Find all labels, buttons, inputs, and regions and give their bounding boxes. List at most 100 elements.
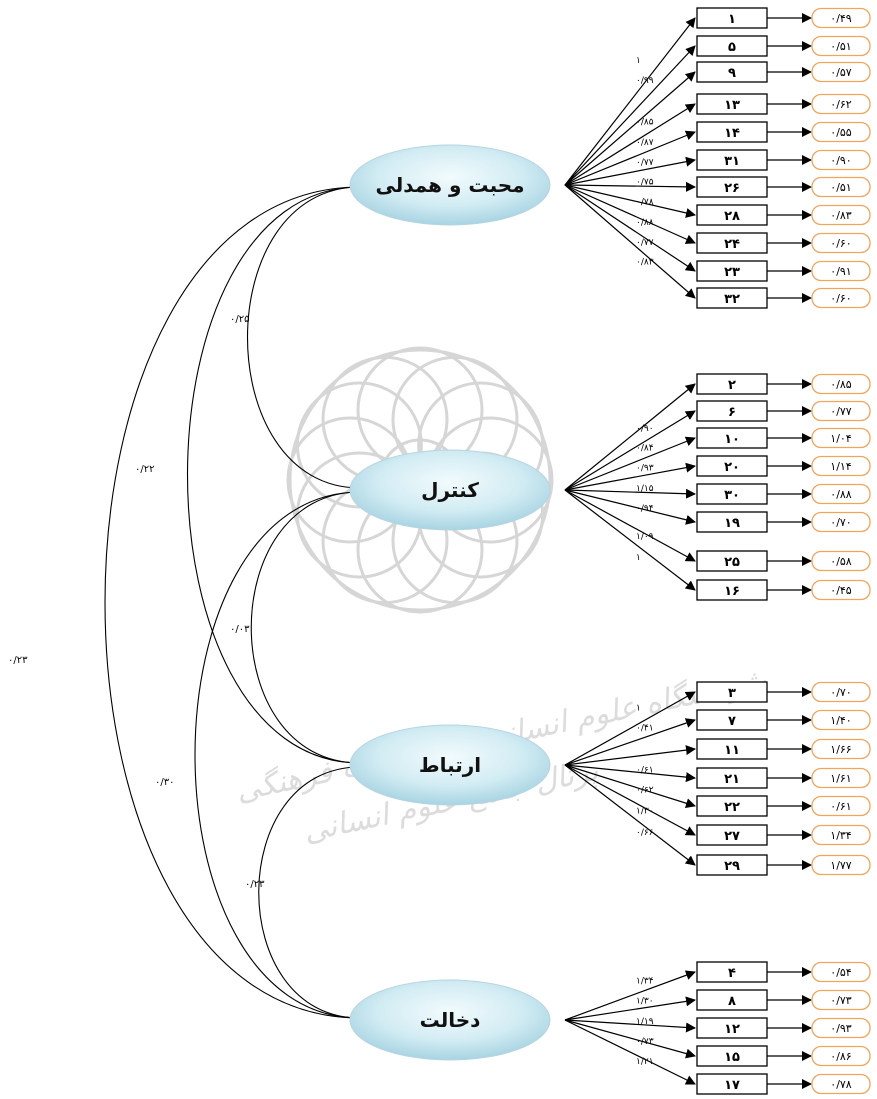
loading-arrow: [564, 130, 696, 186]
loading-value: ۰/۹۴: [636, 504, 654, 514]
error-value: ۰/۶۰: [830, 292, 851, 305]
factor-label: محبت و همدلی: [375, 173, 524, 197]
loading-arrow: [564, 184, 696, 272]
error-value: ۰/۵۱: [830, 181, 851, 194]
item-label: ۲۵: [724, 555, 740, 570]
loading-value: ۰/۷۸: [636, 198, 654, 208]
factor-ellipse: [349, 724, 551, 806]
factor-ellipse: [349, 979, 551, 1061]
item-label: ۲۷: [724, 829, 740, 844]
loading-arrow: [564, 410, 696, 491]
error-value: ۰/۶۲: [830, 98, 852, 111]
factor-label: دخالت: [420, 1008, 481, 1032]
loading-value: ۱/۲۱: [636, 1057, 654, 1067]
error-box: [811, 427, 871, 449]
error-box: [811, 681, 871, 703]
item-label: ۳۲: [724, 292, 740, 307]
error-box: [811, 854, 871, 876]
error-value: ۱/۳۴: [830, 829, 852, 842]
loading-arrow: [564, 970, 696, 1021]
covariance-arc: [194, 487, 361, 1023]
loading-arrow: [564, 436, 696, 491]
loading-value: ۱/۳۰: [636, 997, 654, 1007]
loading-value: ۱/۳۴: [636, 976, 654, 986]
covariance-arc: [258, 762, 361, 1023]
item-label: ۱۲: [724, 1022, 740, 1037]
loading-arrow: [564, 184, 696, 299]
error-value: ۱/۱۴: [830, 460, 852, 473]
error-box: [811, 121, 871, 143]
error-value: ۰/۸۳: [830, 209, 852, 222]
loading-value: ۰/۸۳: [636, 257, 654, 267]
item-label: ۱۴: [724, 126, 740, 141]
error-box: [811, 961, 871, 983]
error-value: ۰/۵۷: [830, 66, 852, 79]
error-box: [811, 7, 871, 29]
error-value: ۰/۷۰: [830, 686, 851, 699]
error-box: [811, 550, 871, 572]
error-box: [811, 824, 871, 846]
item-label: ۲۶: [724, 181, 740, 196]
item-label: ۹: [728, 66, 736, 81]
error-box: [811, 738, 871, 760]
error-value: ۰/۵۸: [830, 555, 852, 568]
item-label: ۱۹: [724, 516, 740, 531]
loading-value: ۱: [636, 56, 641, 66]
loading-value: ۰/۶۱: [636, 765, 654, 775]
error-box: [811, 61, 871, 83]
loading-value: ۱/۰۹: [636, 532, 654, 542]
error-value: ۰/۵۱: [830, 40, 851, 53]
loading-value: ۰/۶۶: [636, 828, 654, 838]
item-label: ۵: [728, 40, 736, 55]
factor-ellipse: [349, 144, 551, 226]
loading-arrow: [564, 745, 696, 766]
error-box: [811, 767, 871, 789]
loading-value: ۱/۱۵: [636, 484, 654, 494]
error-box: [811, 149, 871, 171]
factor-ellipse: [349, 449, 551, 531]
loading-arrow: [564, 489, 696, 591]
item-label: ۴: [728, 966, 736, 981]
loading-arrow: [564, 691, 696, 766]
covariance-layer: ۰/۲۵۰/۲۲۰/۲۳۰/۰۳۰/۳۰۰/۲۳: [8, 182, 361, 1023]
error-box: [811, 709, 871, 731]
loading-value: ۱/۳۰: [636, 806, 654, 816]
item-label: ۷: [728, 714, 736, 729]
loading-arrow: [564, 17, 696, 186]
covariance-arc: [250, 487, 361, 768]
loading-arrow: [564, 184, 696, 218]
error-value: ۰/۷۰: [830, 516, 851, 529]
error-box: [811, 989, 871, 1011]
loading-value: ۰/۴۱: [636, 724, 654, 734]
covariance-arc: [104, 182, 361, 1023]
loading-value: ۱: [636, 703, 641, 713]
item-label: ۲۲: [724, 800, 740, 815]
error-value: ۱/۴۰: [830, 714, 851, 727]
covariance-value: ۰/۳۰: [155, 777, 174, 788]
loading-arrow: [564, 764, 696, 809]
loading-value: ۰/۷۳: [636, 1037, 654, 1047]
loading-arrow: [564, 489, 696, 525]
item-label: ۸: [728, 994, 736, 1009]
loading-arrow: [564, 489, 696, 562]
error-value: ۰/۷۳: [830, 994, 852, 1007]
loading-value: ۱/۱۹: [636, 1017, 654, 1027]
error-box: [811, 1045, 871, 1067]
item-label: ۲۹: [724, 859, 740, 874]
error-value: ۰/۴۵: [830, 584, 852, 597]
item-label: ۱۶: [724, 584, 740, 599]
loading-arrow: [564, 1019, 696, 1059]
error-box: [811, 455, 871, 477]
loading-value: ۰/۹۰: [636, 424, 654, 434]
error-value: ۰/۴۹: [830, 12, 852, 25]
covariance-value: ۰/۲۲: [135, 464, 154, 475]
item-label: ۲: [728, 378, 736, 393]
item-label: ۲۸: [724, 209, 740, 224]
error-box: [811, 35, 871, 57]
error-value: ۰/۵۴: [830, 966, 852, 979]
error-box: [811, 232, 871, 254]
